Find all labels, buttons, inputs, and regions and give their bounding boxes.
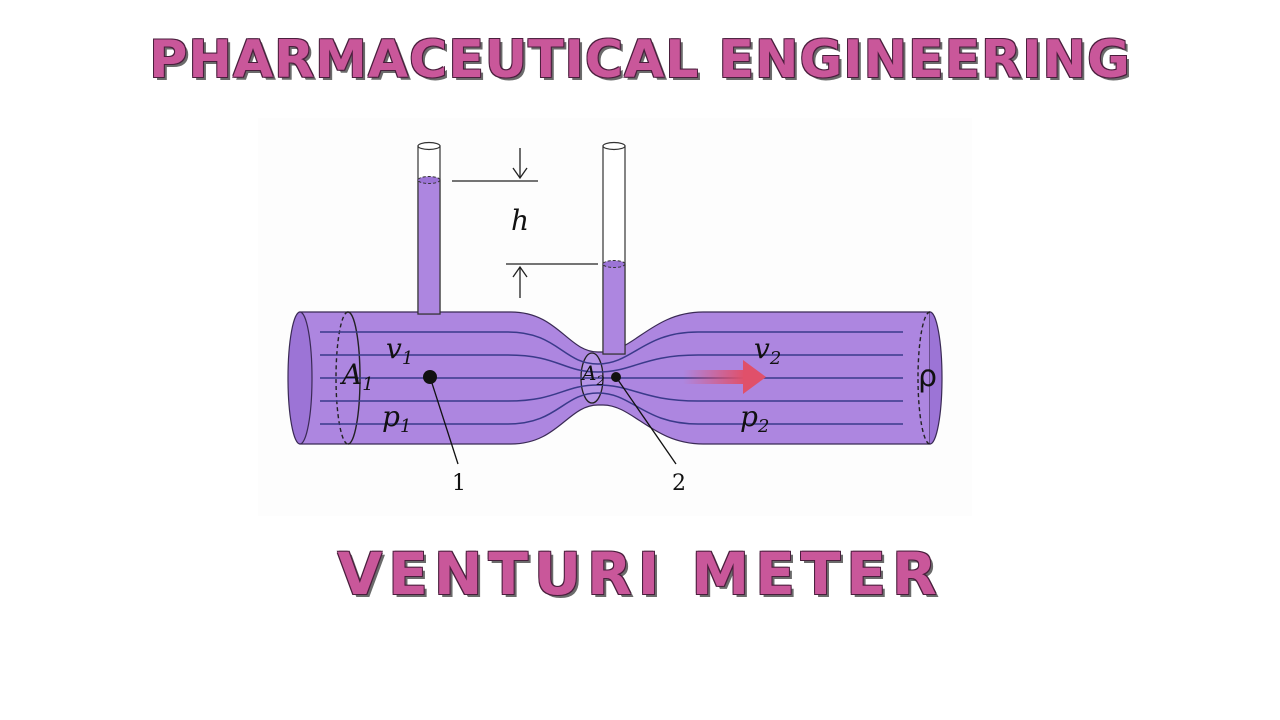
height-dimension — [452, 148, 598, 298]
outlet-end-cap — [929, 311, 943, 445]
venturi-diagram: h 1 2 v1 A1 p1 A2 v2 p2 ρ — [258, 118, 972, 516]
venturi-svg: h 1 2 v1 A1 p1 A2 v2 p2 ρ — [287, 141, 943, 496]
diagram-title: VENTURI METER — [337, 540, 943, 608]
page-title: PHARMACEUTICAL ENGINEERING — [149, 30, 1131, 90]
label-rho: ρ — [918, 359, 937, 394]
label-v2: v2 — [754, 332, 781, 369]
label-a1: A1 — [339, 358, 374, 395]
label-p1: p1 — [382, 400, 411, 437]
label-p2: p2 — [740, 400, 769, 437]
label-a2: A2 — [580, 361, 605, 389]
label-point-1: 1 — [452, 471, 466, 496]
manometer-tube-1 — [417, 141, 441, 315]
manometer-tube-2 — [602, 141, 626, 355]
point-2-leader — [615, 376, 677, 465]
label-v1: v1 — [386, 332, 413, 369]
label-point-2: 2 — [672, 471, 686, 496]
inlet-end-cap — [287, 311, 313, 445]
point-1-leader — [429, 376, 459, 465]
a1-section-back — [335, 311, 349, 445]
label-h: h — [511, 204, 529, 237]
outlet-section-dashed — [917, 311, 931, 445]
flow-arrow-icon — [683, 360, 766, 394]
